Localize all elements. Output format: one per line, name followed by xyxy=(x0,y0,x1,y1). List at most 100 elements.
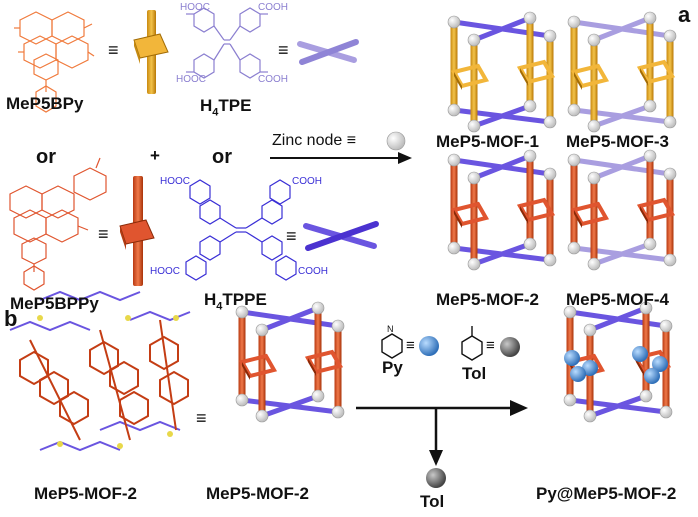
h4tpe-cooh-bottom: COOH xyxy=(258,74,288,85)
zinc-node xyxy=(468,172,480,184)
linker-bar xyxy=(594,18,650,40)
zinc-node xyxy=(664,30,676,42)
crystal-label: MeP5-MOF-2 xyxy=(34,484,137,504)
h4tppe-structure xyxy=(186,180,296,280)
py-guest-sphere xyxy=(570,366,586,382)
mep5bppy-symbol xyxy=(120,176,154,286)
zinc-node-sphere xyxy=(387,132,405,150)
zinc-node xyxy=(544,168,556,180)
mof1-label: MeP5-MOF-1 xyxy=(436,132,539,152)
or-left: or xyxy=(36,146,56,169)
zinc-node xyxy=(524,238,536,250)
mof4-label: MeP5-MOF-4 xyxy=(566,290,669,310)
zinc-node xyxy=(644,100,656,112)
zinc-node xyxy=(640,390,652,402)
pillar-bar xyxy=(527,156,534,244)
zinc-node xyxy=(568,242,580,254)
zinc-node xyxy=(644,238,656,250)
zinc-node xyxy=(448,104,460,116)
h4tpe-cooh-top: COOH xyxy=(258,2,288,13)
zinc-node xyxy=(584,324,596,336)
zinc-node-label: Zinc node ≡ xyxy=(272,132,356,150)
zinc-node xyxy=(664,254,676,266)
pyridine-structure xyxy=(382,334,402,358)
zinc-node xyxy=(332,320,344,332)
zinc-node xyxy=(568,154,580,166)
panel-label-a: a xyxy=(678,2,690,28)
zinc-node xyxy=(468,258,480,270)
h4tpe-symbol xyxy=(300,42,356,62)
mof-4-model xyxy=(568,150,676,270)
zinc-node xyxy=(448,242,460,254)
linker-bar xyxy=(594,156,650,178)
zinc-node xyxy=(664,168,676,180)
mof-3-model xyxy=(568,12,676,132)
h4tppe-symbol xyxy=(306,224,376,248)
plus-sign: + xyxy=(150,146,160,166)
tol-released-sphere xyxy=(426,468,446,488)
toluene-structure xyxy=(462,326,482,360)
tol-equiv: ≡ xyxy=(486,337,495,354)
mep5bppy-label: MeP5BPPy xyxy=(10,294,99,314)
linker-bar xyxy=(474,156,530,178)
mof2-label: MeP5-MOF-2 xyxy=(436,290,539,310)
product-label: Py@MeP5-MOF-2 xyxy=(536,484,676,504)
zinc-node xyxy=(588,258,600,270)
tol-label: Tol xyxy=(462,364,486,384)
zinc-node xyxy=(332,406,344,418)
zinc-node xyxy=(544,30,556,42)
h4tpe-hooc-top: HOOC xyxy=(180,2,210,13)
zinc-node xyxy=(256,324,268,336)
h4tpe-equiv: ≡ xyxy=(278,40,289,61)
h4tppe-hooc-bottom: HOOC xyxy=(150,266,180,277)
h4tppe-cooh-top: COOH xyxy=(292,176,322,187)
py-guest-sphere xyxy=(564,350,580,366)
zinc-node xyxy=(588,120,600,132)
zinc-node xyxy=(584,410,596,422)
zinc-node xyxy=(256,410,268,422)
h4tppe-cooh-bottom: COOH xyxy=(298,266,328,277)
crystal-equiv: ≡ xyxy=(196,408,207,429)
h4tppe-label: H4TPPE xyxy=(204,290,267,312)
mep5bppy-structure xyxy=(10,158,106,290)
zinc-node xyxy=(468,34,480,46)
tol-sphere xyxy=(500,337,520,357)
zinc-node xyxy=(564,394,576,406)
zinc-node xyxy=(660,406,672,418)
mof-2-model-b xyxy=(236,302,344,422)
pillar-bar xyxy=(647,18,654,106)
h4tpe-label: H4TPE xyxy=(200,96,251,118)
pillar-bar xyxy=(451,22,458,110)
linker-bar xyxy=(474,18,530,40)
h4tpe-hooc-bottom: HOOC xyxy=(176,74,206,85)
py-label: Py xyxy=(382,358,403,378)
mep5bppy-equiv: ≡ xyxy=(98,224,109,245)
zinc-node xyxy=(544,254,556,266)
pillar-bar xyxy=(239,312,246,400)
pillar-bar xyxy=(315,308,322,396)
pillar-bar xyxy=(451,160,458,248)
mof-1-model xyxy=(448,12,556,132)
zinc-node xyxy=(524,100,536,112)
model-label: MeP5-MOF-2 xyxy=(206,484,309,504)
py-guest-sphere xyxy=(644,368,660,384)
zinc-node xyxy=(524,12,536,24)
pillar-bar xyxy=(647,156,654,244)
zinc-node xyxy=(312,390,324,402)
pillar-bar xyxy=(527,18,534,106)
zinc-node xyxy=(588,34,600,46)
zinc-node xyxy=(568,104,580,116)
zinc-node xyxy=(664,116,676,128)
zinc-node xyxy=(236,394,248,406)
zinc-node xyxy=(568,16,580,28)
mep5bpy-symbol xyxy=(134,10,168,94)
h4tpe-structure xyxy=(186,8,268,78)
pyridine-n-atom: N xyxy=(387,324,394,334)
py-guest-sphere xyxy=(632,346,648,362)
mep5bpy-equiv: ≡ xyxy=(108,40,119,61)
linker-bar xyxy=(262,308,318,330)
h4tppe-hooc-top: HOOC xyxy=(160,176,190,187)
tol-released-label: Tol xyxy=(420,492,444,512)
pillar-bar xyxy=(571,160,578,248)
